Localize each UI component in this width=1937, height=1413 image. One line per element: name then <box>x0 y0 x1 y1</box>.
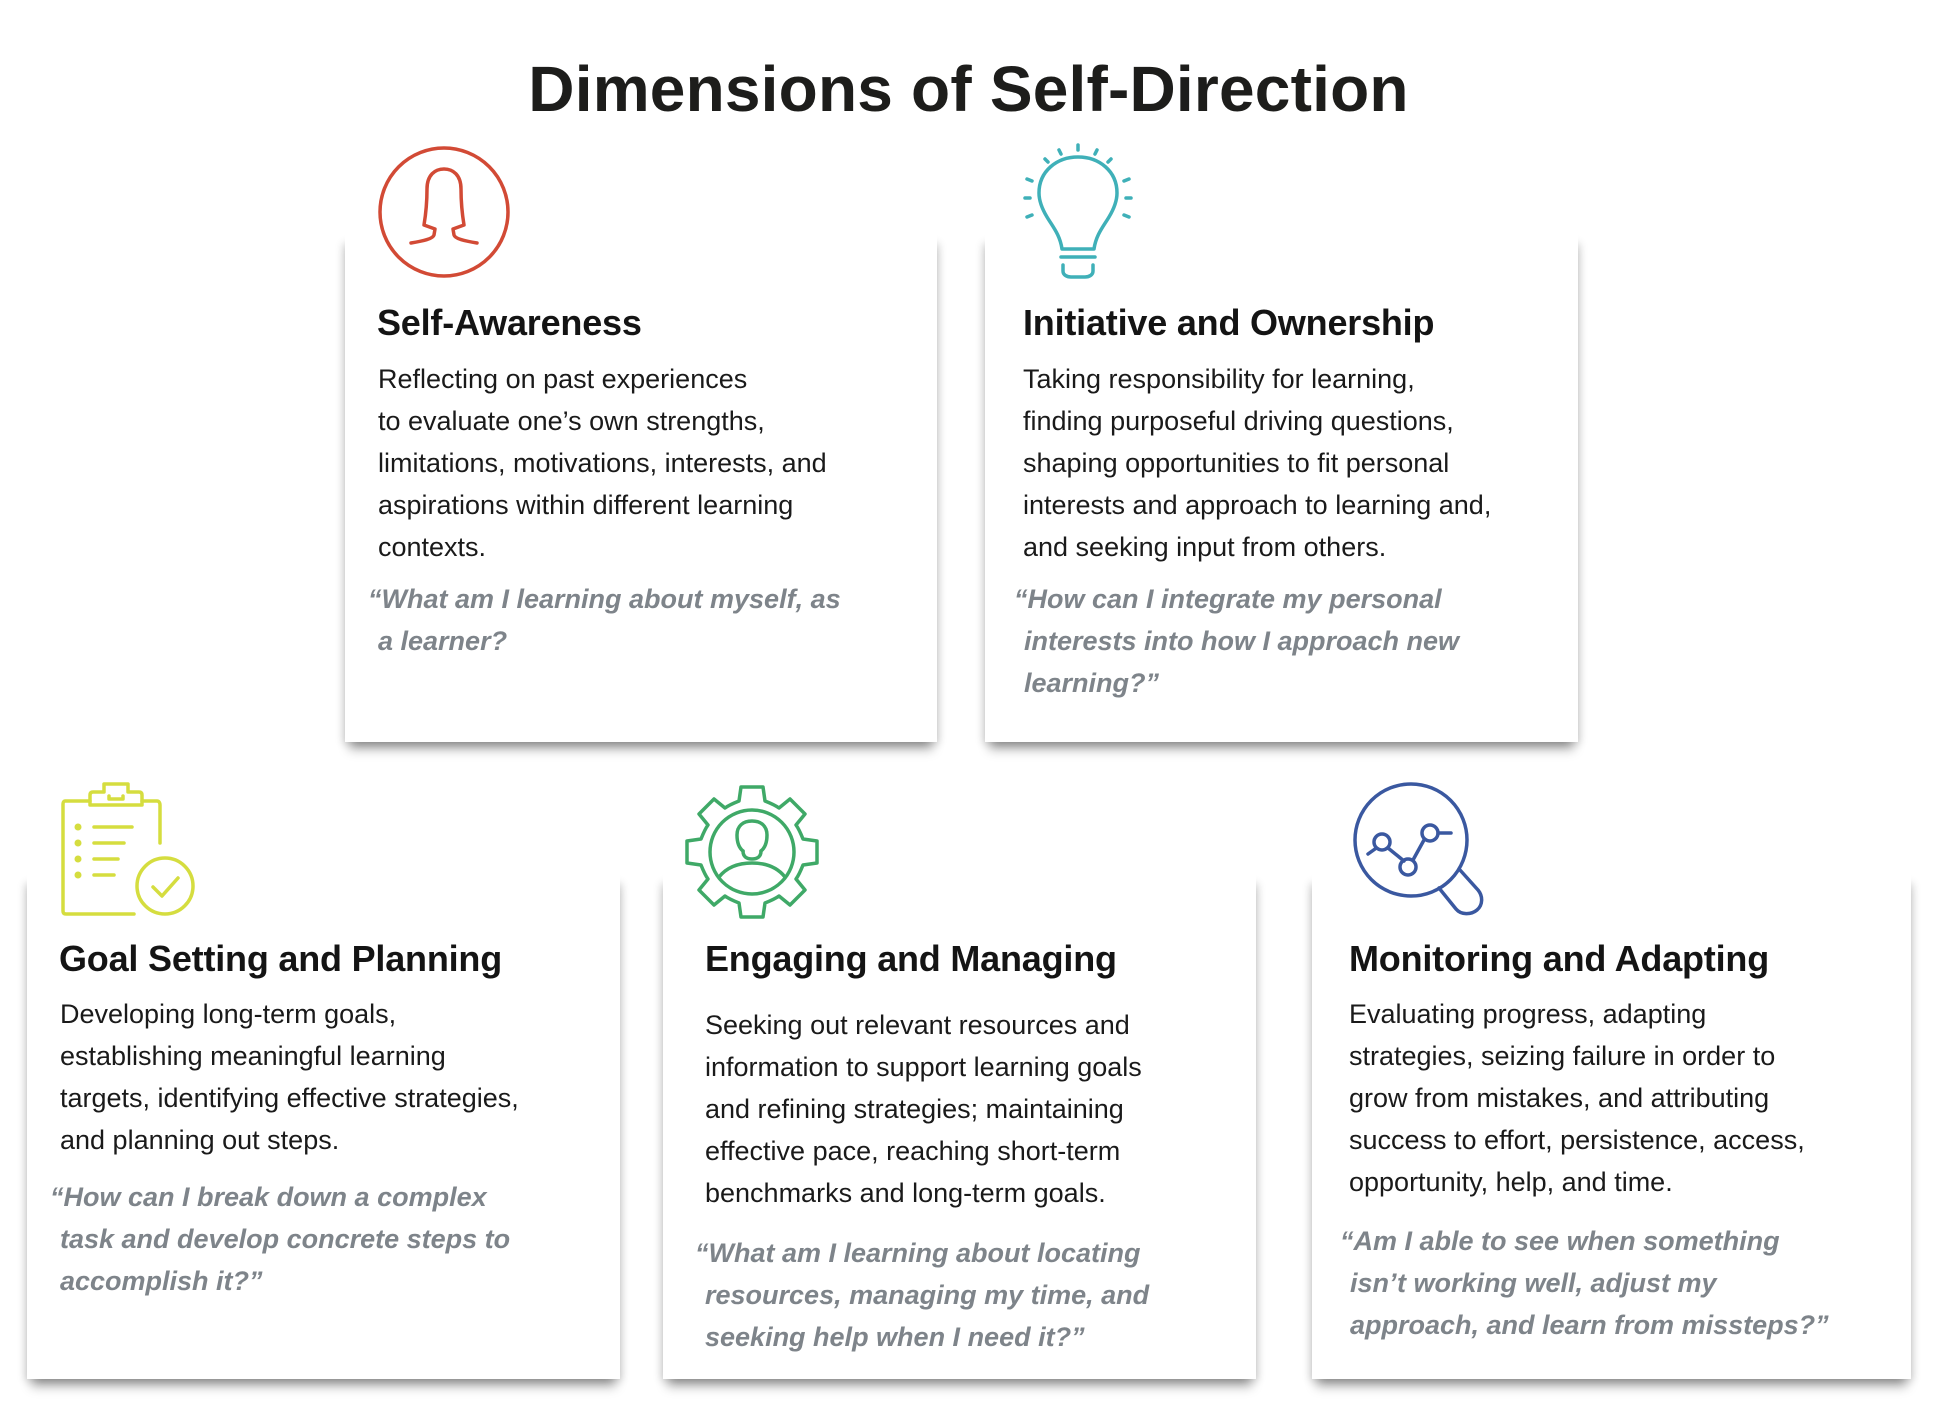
card-monitoring-and-adapting <box>1312 873 1911 1379</box>
card-guiding-question: “How can I integrate my personal interes… <box>1014 584 1460 698</box>
card-description: Reflecting on past experiences to evalua… <box>378 364 827 562</box>
card-description: Taking responsibility for learning, find… <box>1023 364 1492 562</box>
magnifier-chart-icon <box>1353 782 1489 916</box>
person-circle-icon <box>377 145 511 279</box>
card-description: Evaluating progress, adapting strategies… <box>1349 999 1805 1197</box>
card-engaging-and-managing <box>663 873 1256 1379</box>
card-goal-setting-and-planning <box>27 873 620 1379</box>
page-title: Dimensions of Self-Direction <box>528 52 1409 125</box>
card-guiding-question: “Am I able to see when something isn’t w… <box>1340 1226 1829 1340</box>
lightbulb-icon <box>1023 143 1133 279</box>
clipboard-check-icon <box>61 782 196 917</box>
card-heading: Self-Awareness <box>377 302 642 343</box>
card-guiding-question: “What am I learning about locating resou… <box>695 1238 1150 1352</box>
card-heading: Engaging and Managing <box>705 938 1117 979</box>
card-description: Developing long-term goals, establishing… <box>60 999 519 1155</box>
card-heading: Monitoring and Adapting <box>1349 938 1769 979</box>
card-guiding-question: “How can I break down a complex task and… <box>50 1182 511 1296</box>
gear-person-icon <box>685 785 819 919</box>
card-initiative-and-ownership <box>985 233 1578 742</box>
card-self-awareness <box>345 233 937 742</box>
card-description: Seeking out relevant resources and infor… <box>705 1010 1142 1208</box>
card-heading: Goal Setting and Planning <box>59 938 503 979</box>
card-guiding-question: “What am I learning about myself, as a l… <box>368 584 841 656</box>
card-heading: Initiative and Ownership <box>1023 302 1435 343</box>
